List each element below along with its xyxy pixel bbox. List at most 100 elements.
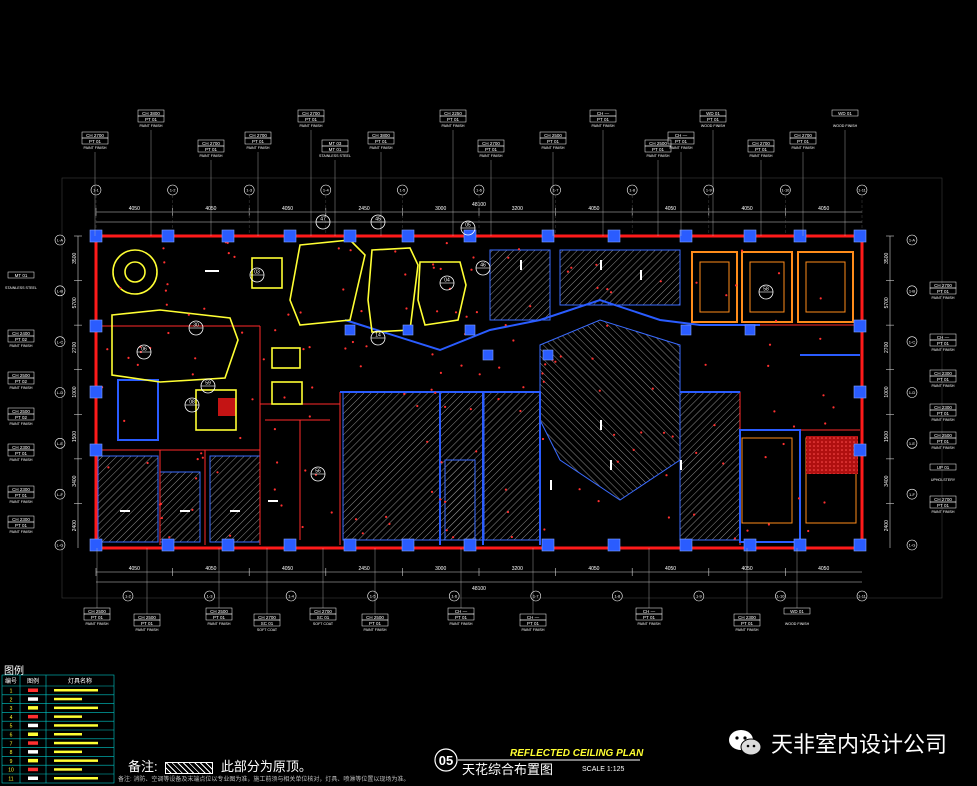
svg-text:1-C: 1-C: [909, 339, 916, 344]
legend-row-number: 6: [10, 733, 13, 739]
legend-name-bar: [54, 689, 98, 692]
callout-bubble: 30: [188, 320, 204, 336]
svg-text:PAINT FINISH: PAINT FINISH: [931, 446, 954, 450]
downlight: [767, 523, 771, 526]
axis-bubble: 1-E: [906, 438, 918, 449]
column: [679, 229, 693, 243]
downlight: [432, 266, 435, 269]
legend-header: 编号: [5, 677, 17, 685]
axis-bubble: 1-6: [473, 184, 485, 196]
svg-text:PT 01: PT 01: [937, 377, 949, 382]
svg-text:L-E: L-E: [57, 441, 64, 446]
downlight: [733, 537, 737, 540]
axis-bubble: 1-5: [397, 184, 408, 196]
legend-table: 编号图例灯具名称1234567891011: [1, 674, 115, 784]
watermark-text: 天非室内设计公司: [770, 733, 947, 758]
column: [793, 229, 807, 243]
axis-bubble: 1-10: [780, 184, 791, 196]
title-number-circle: [434, 748, 458, 772]
column: [89, 538, 103, 552]
dim-text: 3000: [435, 206, 446, 212]
svg-text:PT 01: PT 01: [937, 503, 949, 508]
svg-text:PAINT FINISH: PAINT FINISH: [9, 344, 32, 348]
downlight: [160, 516, 163, 520]
column: [283, 538, 297, 552]
svg-text:PT 01: PT 01: [15, 523, 27, 528]
callout-bubble: 05: [460, 220, 476, 236]
downlight: [107, 466, 110, 469]
downlight: [782, 442, 785, 446]
svg-text:CH —: CH —: [937, 335, 950, 340]
downlight: [768, 343, 772, 346]
dim-total: 48100: [472, 586, 486, 592]
svg-text:1-9: 1-9: [696, 594, 703, 599]
svg-text:PAINT FINISH: PAINT FINISH: [449, 622, 472, 626]
downlight: [127, 356, 130, 359]
downlight: [233, 255, 236, 258]
downlight: [385, 515, 388, 519]
svg-text:MT 03: MT 03: [329, 141, 342, 146]
downlight: [436, 310, 439, 313]
downlight: [498, 366, 501, 369]
axis-bubble: 1-4: [285, 590, 297, 602]
svg-text:1-1: 1-1: [93, 188, 100, 193]
downlight: [519, 409, 522, 413]
svg-text:WD 01: WD 01: [790, 609, 804, 614]
legend-frame: [1, 674, 115, 784]
legend-row-number: 7: [10, 741, 13, 747]
downlight: [792, 425, 796, 428]
downlight: [416, 404, 419, 408]
downlight: [543, 528, 546, 531]
downlight: [308, 346, 311, 349]
dim-text: 4050: [742, 206, 753, 212]
dim-text: 4050: [742, 566, 753, 572]
downlight: [740, 249, 744, 252]
downlight: [405, 307, 408, 310]
legend-name-bar: [54, 697, 82, 701]
column: [89, 443, 103, 457]
downlight: [430, 490, 434, 493]
downlight: [651, 387, 654, 390]
svg-text:CH 2700: CH 2700: [752, 141, 770, 146]
axis-bubble: 1-10: [775, 590, 786, 602]
svg-text:06: 06: [141, 347, 147, 353]
legend-symbol: [28, 741, 38, 745]
downlight: [807, 529, 810, 533]
svg-text:PAINT FINISH: PAINT FINISH: [441, 124, 464, 128]
downlight: [445, 242, 448, 245]
svg-text:CH —: CH —: [597, 111, 610, 116]
svg-text:CH 2300: CH 2300: [12, 487, 30, 492]
svg-text:PAINT FINISH: PAINT FINISH: [521, 628, 544, 632]
downlight: [216, 471, 219, 474]
svg-text:PAINT FINISH: PAINT FINISH: [637, 622, 660, 626]
dim-text: 3200: [512, 206, 523, 212]
legend-name-bar: [54, 706, 98, 710]
downlight: [735, 284, 738, 287]
downlight: [504, 488, 507, 491]
svg-text:1-A: 1-A: [909, 238, 916, 243]
svg-text:PAINT FINISH: PAINT FINISH: [246, 146, 269, 150]
svg-text:CH 2500: CH 2500: [88, 609, 106, 614]
svg-text:14: 14: [375, 333, 381, 339]
svg-text:PT 01: PT 01: [675, 139, 687, 144]
svg-text:PAINT FINISH: PAINT FINISH: [135, 628, 158, 632]
svg-text:05: 05: [465, 223, 471, 229]
downlight: [774, 319, 778, 322]
dim-text: 4050: [588, 206, 599, 212]
svg-text:CH 2700: CH 2700: [314, 609, 332, 614]
dim-text: 3400: [72, 475, 78, 486]
downlight: [541, 372, 544, 375]
downlight: [166, 283, 169, 286]
axis-bubble: 1-1: [90, 184, 102, 196]
svg-text:59: 59: [205, 381, 211, 387]
legend-symbol: [28, 697, 38, 701]
downlight: [287, 313, 290, 316]
svg-text:PT 01: PT 01: [375, 139, 387, 144]
svg-text:1-7: 1-7: [553, 188, 560, 193]
svg-text:1-6: 1-6: [451, 594, 458, 599]
